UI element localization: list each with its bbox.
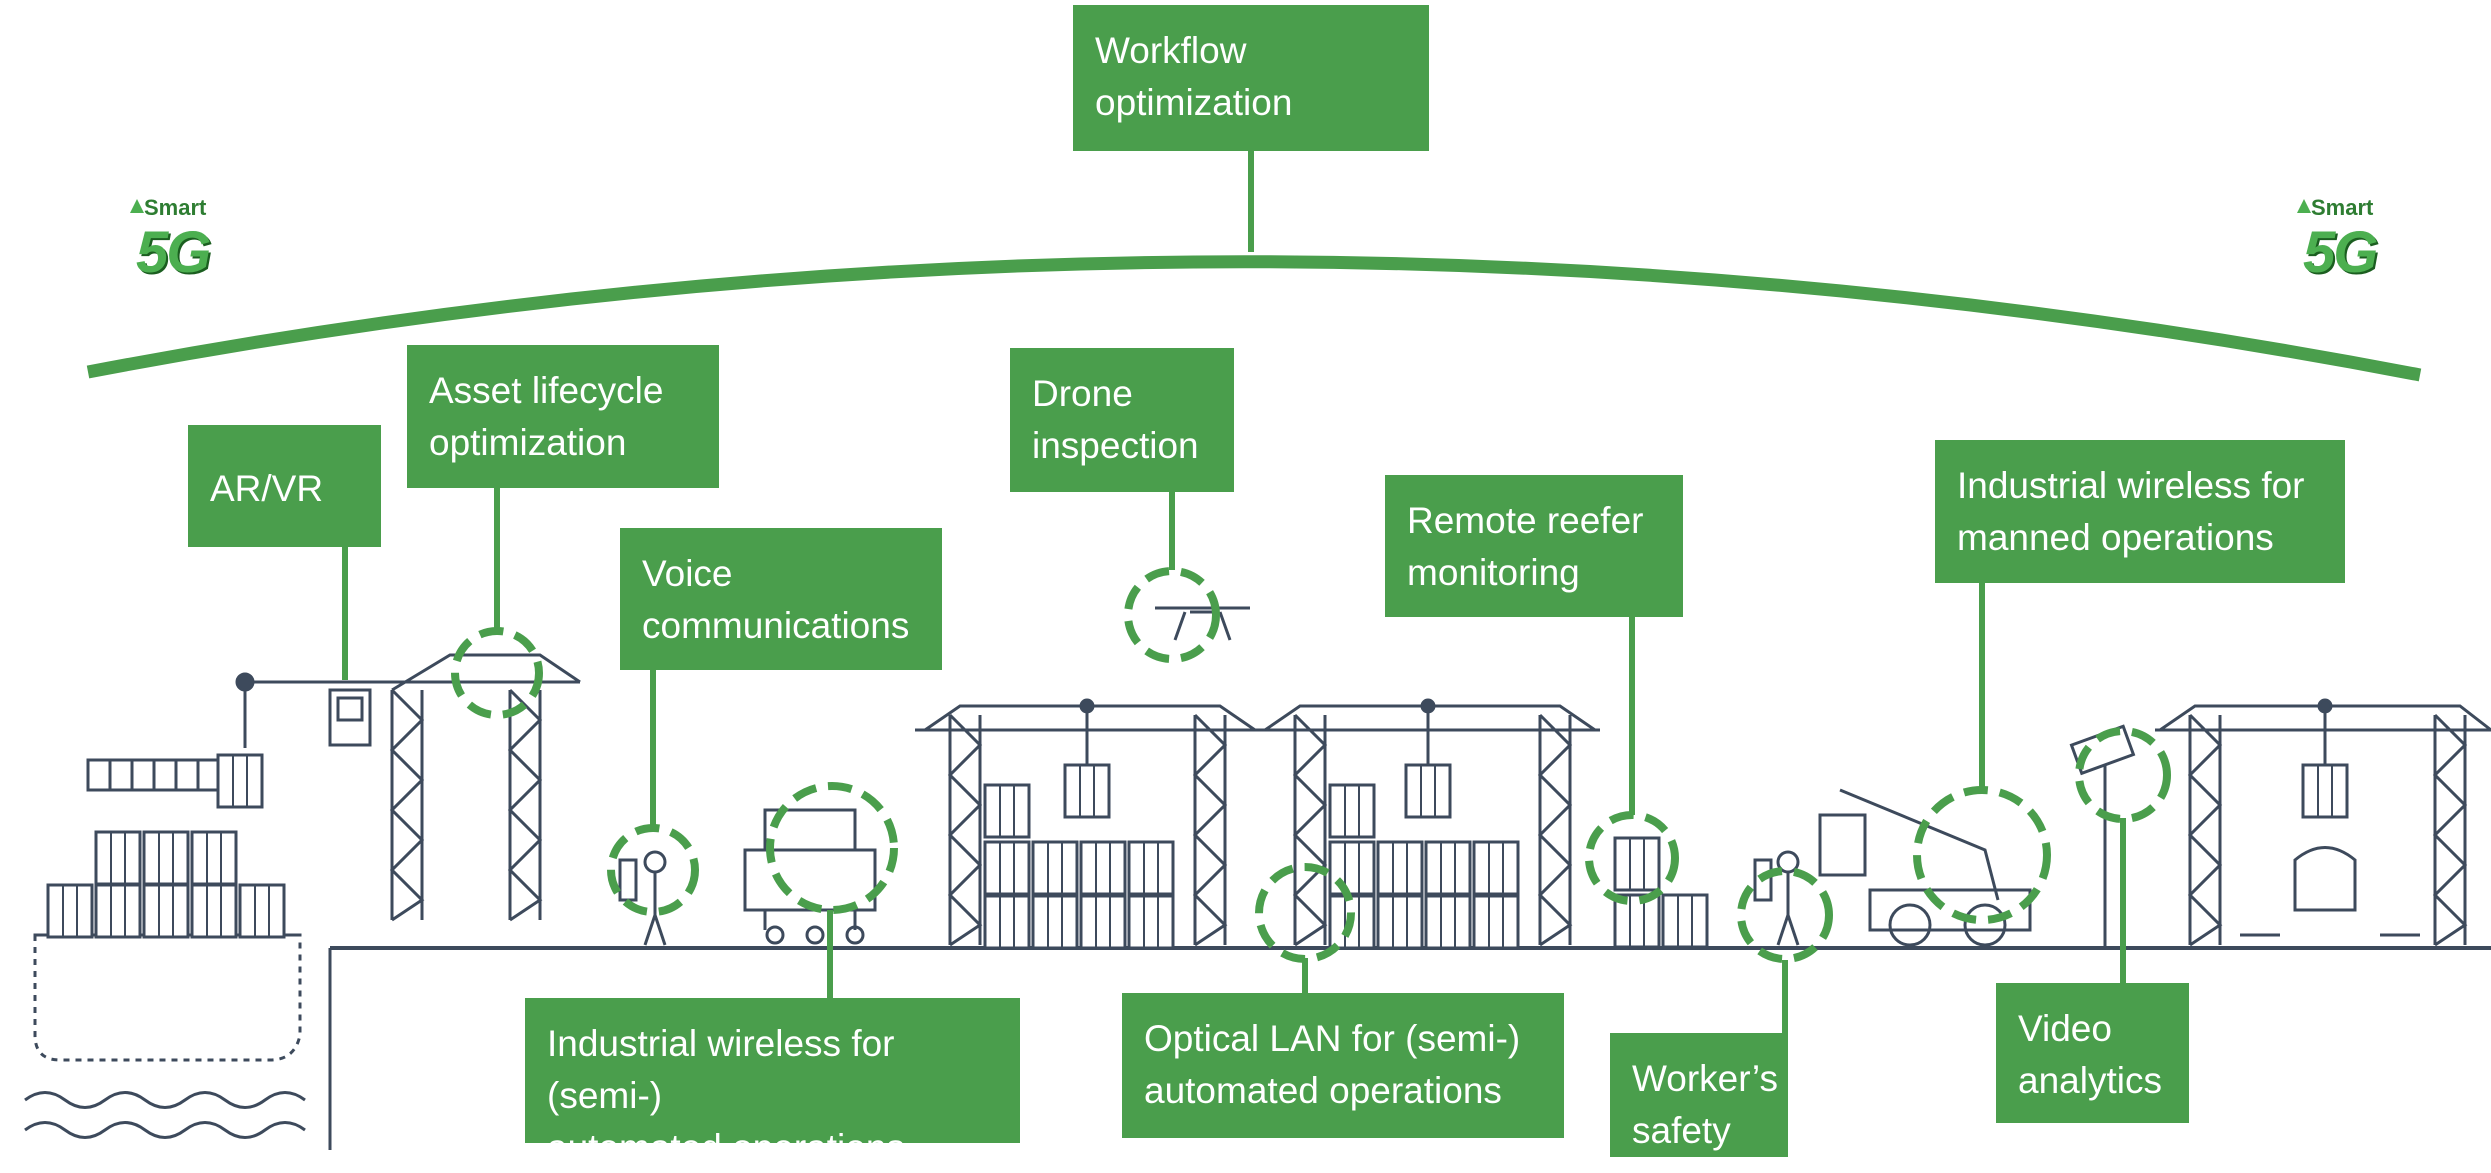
hotspot-asset <box>451 627 543 719</box>
worker-figure-2 <box>1753 850 1800 946</box>
yard-crane-3 <box>2155 698 2491 947</box>
label-ar-vr: AR/VR <box>188 425 381 547</box>
yard-crane-1 <box>915 698 1260 947</box>
label-optical-lan-semi-automated: Optical LAN for (semi-)automated operati… <box>1122 993 1564 1138</box>
drone <box>1155 606 1250 641</box>
sts-crane <box>235 653 581 922</box>
hotspot-agv <box>766 782 898 914</box>
logo-mark-text: 5G <box>2303 220 2378 285</box>
hotspot-manned <box>1913 786 2051 924</box>
network-arc <box>86 255 2422 382</box>
hotspot-drone <box>1124 567 1220 663</box>
smart-5g-logo-right: Smart 5G <box>2297 195 2407 295</box>
hotspot-worker <box>1737 867 1833 963</box>
ship <box>24 758 306 1139</box>
logo-brand-text: Smart <box>2311 195 2374 220</box>
yard-crane-2 <box>1260 698 1600 947</box>
agv <box>743 808 877 945</box>
smart-logo-icon <box>130 199 144 213</box>
logo-brand-text: Smart <box>144 195 207 220</box>
smart-logo-icon <box>2297 199 2311 213</box>
hotspot-video <box>2075 727 2171 823</box>
label-industrial-wireless-semi-automated: Industrial wireless for (semi-)automated… <box>525 998 1020 1168</box>
reach-stacker <box>1818 788 2032 947</box>
smart-5g-logo-left: Smart 5G <box>130 195 240 295</box>
logo-mark-text: 5G <box>136 220 211 285</box>
worker-figure-1 <box>618 850 667 946</box>
